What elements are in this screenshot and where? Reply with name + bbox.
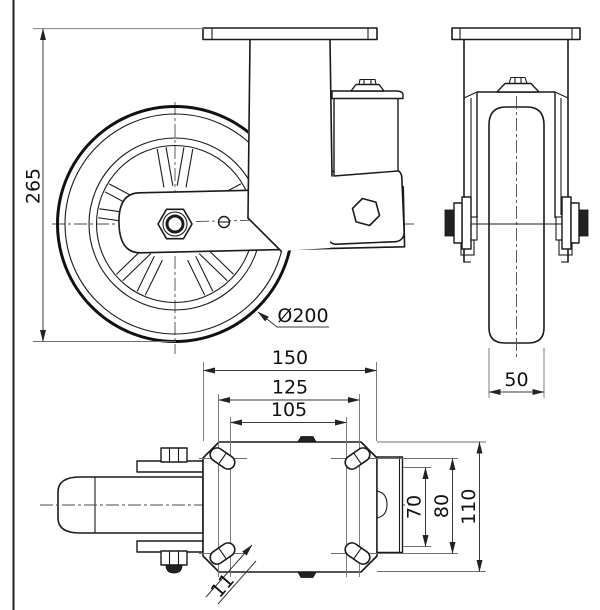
grease-fitting-cap bbox=[350, 83, 385, 92]
swivel-seal-ledge bbox=[331, 78, 404, 100]
dim-80-label: 80 bbox=[431, 494, 453, 518]
top-view-plate: 150 125 105 70 80 110 11 bbox=[40, 347, 486, 605]
dim-hole-spacing-cross-inner: 70 bbox=[404, 467, 429, 547]
axle-hub-nut bbox=[157, 208, 193, 240]
dim-plate-width-label: 150 bbox=[272, 347, 308, 369]
dim-wheel-diameter-label: Ø200 bbox=[277, 305, 328, 327]
axle-bolt-left bbox=[444, 196, 472, 250]
front-view-caster: 50 bbox=[444, 27, 589, 398]
mounting-slots bbox=[209, 447, 371, 565]
dim-wheel-width: 50 bbox=[488, 348, 545, 398]
dim-hole-spacing-wide-label: 125 bbox=[272, 377, 308, 399]
dim-slot-width-label: 11 bbox=[207, 569, 239, 602]
bracket-hex-hole bbox=[351, 197, 381, 227]
dim-hole-spacing-narrow-label: 105 bbox=[271, 399, 307, 421]
dim-overall-height-label: 265 bbox=[23, 168, 45, 204]
kingpin-cap bbox=[496, 76, 540, 93]
dim-wheel-width-label: 50 bbox=[504, 369, 528, 391]
swivel-section-top-view bbox=[376, 456, 404, 554]
swivel-column bbox=[247, 38, 333, 252]
axle-bolt-top-view bbox=[160, 447, 188, 574]
grease-screw bbox=[217, 215, 231, 229]
axle-bolt-right bbox=[561, 196, 589, 250]
plate-tab-top bbox=[297, 436, 317, 443]
dim-plate-depth: 110 bbox=[458, 441, 483, 572]
side-view-swivel-caster: 265 Ø200 bbox=[23, 27, 414, 354]
dim-hole-spacing-wide: 125 bbox=[218, 377, 360, 403]
dim-overall-height: 265 bbox=[23, 28, 204, 342]
dim-hole-spacing-cross: 80 bbox=[431, 458, 456, 554]
dim-plate-width: 150 bbox=[203, 347, 377, 374]
top-plate-side-view bbox=[202, 27, 378, 41]
dim-70-label: 70 bbox=[404, 495, 426, 519]
dim-hole-spacing-narrow: 105 bbox=[230, 399, 347, 426]
top-plate-front-view bbox=[451, 27, 581, 41]
dim-110-label: 110 bbox=[458, 489, 480, 525]
dim-wheel-diameter: Ø200 bbox=[257, 305, 329, 328]
mounting-plate-outline bbox=[202, 441, 378, 573]
plate-tab-bottom bbox=[297, 571, 317, 578]
bearing-housing bbox=[333, 97, 399, 177]
swivel-bracket bbox=[324, 167, 405, 246]
